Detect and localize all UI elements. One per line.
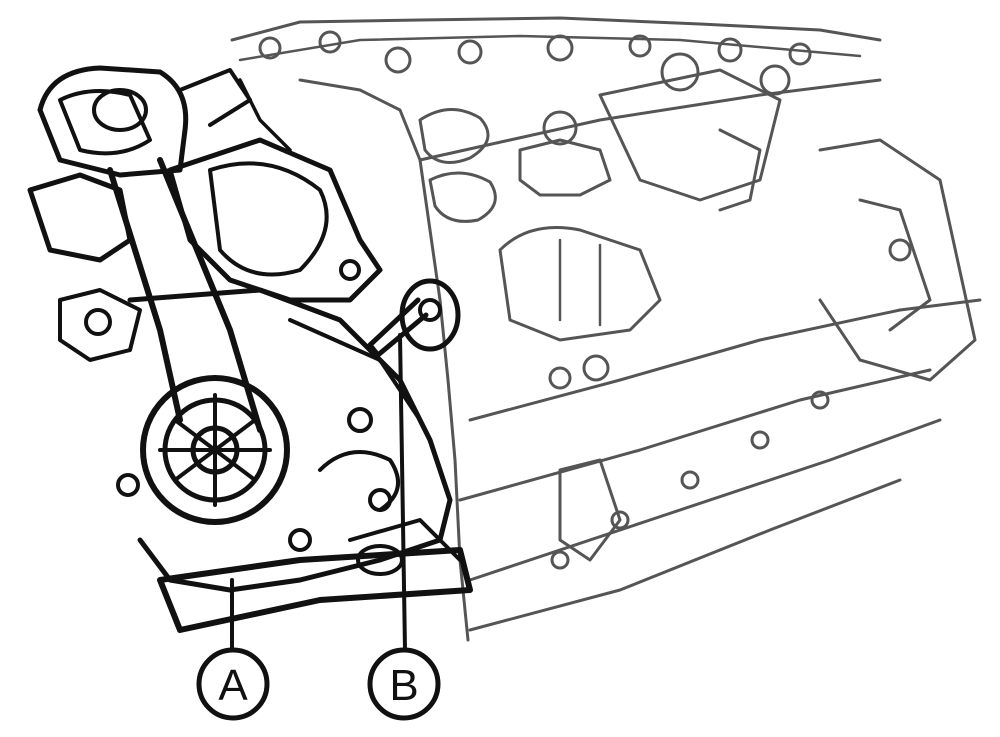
- callout-b: B: [367, 647, 441, 721]
- callout-b-label: B: [389, 661, 418, 710]
- engine-block: [230, 16, 982, 642]
- callout-a-label: A: [218, 661, 248, 710]
- leader-line-b: [398, 333, 407, 652]
- callout-b-circle: [367, 647, 441, 721]
- callout-a: A: [196, 647, 270, 721]
- front-accessory-assembly: [27, 65, 473, 633]
- callout-a-circle: [196, 647, 270, 721]
